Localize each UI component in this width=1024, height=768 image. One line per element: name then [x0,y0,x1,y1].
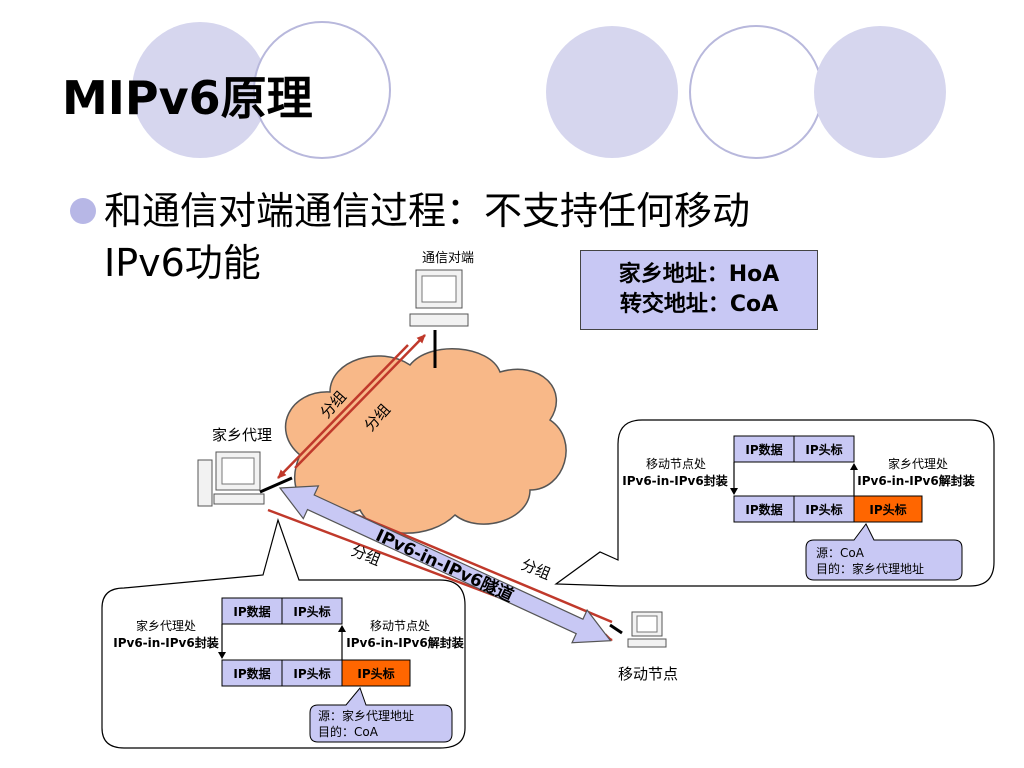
note-destination: 目的：家乡代理地址 [816,561,924,576]
left-callout: IP数据 IP头标 IP数据 IP头标 IP头标 家乡代理处 IPv6-in-I… [101,517,466,749]
decor-circles [132,21,946,159]
header-cell: IP头标 [293,604,330,619]
header-cell: IP数据 [233,604,270,619]
computer-icon [197,451,265,507]
packet-arrow [277,344,409,479]
packet-arrow [294,334,426,469]
right-callout: IP数据 IP头标 IP数据 IP头标 IP头标 移动节点处 IPv6-in-I… [554,419,995,587]
mn-cable [609,623,623,635]
note-source: 源：CoA [816,546,865,560]
note-destination: 目的：CoA [318,724,379,739]
computer-icon [627,611,667,648]
encap-operation: IPv6-in-IPv6封装 [622,473,727,488]
address-legend: 家乡地址：HoA 转交地址：CoA [580,250,818,330]
header-cell: IP数据 [745,502,782,517]
bullet-text: 和通信对端通信过程：不支持任何移动 IPv6功能 [104,185,964,289]
mobile-node-label: 移动节点 [618,665,678,683]
header-cell: IP头标 [293,666,330,681]
header-cell: IP数据 [233,666,270,681]
bullet-line: IPv6功能 [104,241,261,285]
bullet-icon [70,198,96,224]
correspondent-label: 通信对端 [422,251,474,266]
header-cell: IP头标 [869,502,906,517]
encap-operation: IPv6-in-IPv6封装 [113,635,218,650]
home-agent-label: 家乡代理 [212,426,272,444]
header-cell: IP头标 [805,502,842,517]
note-source: 源：家乡代理地址 [318,708,414,723]
slide-title: MIPv6原理 [62,71,313,125]
encap-location: 移动节点处 [646,457,706,471]
header-cell: IP数据 [745,442,782,457]
bullet-line: 和通信对端通信过程：不支持任何移动 [104,189,751,233]
care-of-address-label: 转交地址：CoA [619,292,779,317]
decap-operation: IPv6-in-IPv6解封装 [346,635,463,650]
decap-operation: IPv6-in-IPv6解封装 [857,473,974,488]
header-cell: IP头标 [357,666,394,681]
home-address-label: 家乡地址：HoA [618,262,780,287]
header-cell: IP头标 [805,442,842,457]
computer-icon [409,269,469,327]
packet-label: 分组 [519,555,554,583]
decap-location: 移动节点处 [370,619,430,633]
encap-location: 家乡代理处 [136,618,196,633]
ha-cable [259,476,293,494]
decap-location: 家乡代理处 [888,456,948,471]
